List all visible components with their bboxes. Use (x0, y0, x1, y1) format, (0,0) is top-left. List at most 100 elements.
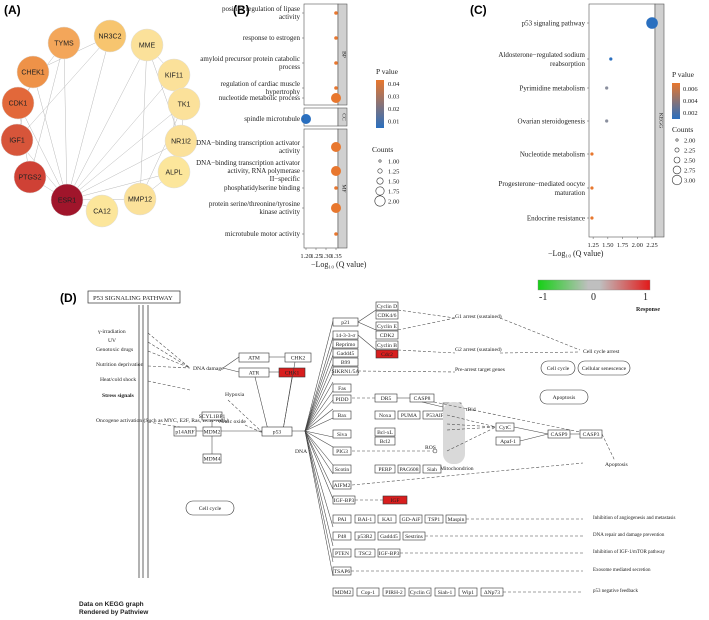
gene-casp9[interactable]: CASP9 (547, 429, 571, 439)
gene-box-rect (173, 426, 197, 437)
gene-box-rect (332, 464, 352, 474)
gene-chk2[interactable]: CHK2 (284, 352, 312, 363)
gene-pidd[interactable]: PIDD (332, 394, 352, 404)
gene-siah1[interactable]: Siah-1 (434, 587, 456, 597)
gene-p21[interactable]: p21 (332, 317, 359, 327)
gene-noxa[interactable]: Noxa (374, 410, 396, 420)
gene-b99[interactable]: B99 (332, 357, 359, 367)
gene-chk1[interactable]: CHK1 (278, 367, 306, 378)
gene-cop1[interactable]: Cop-1 (356, 587, 380, 597)
gene-sestrins[interactable]: Sestrins (402, 531, 426, 541)
gene-cyclin-d[interactable]: Cyclin D (375, 301, 399, 311)
gene-cyclin-g[interactable]: Cyclin G (408, 587, 432, 597)
svg-text:Cell cycle: Cell cycle (199, 506, 222, 512)
network-node[interactable]: NR3C2 (93, 19, 127, 53)
kegg-count-key (672, 165, 682, 175)
gene-siah[interactable]: Siah (422, 464, 442, 474)
kegg-count-key (674, 147, 680, 153)
network-node-label: MMP12 (128, 197, 152, 204)
gene-p53r2[interactable]: p53R2 (354, 531, 376, 541)
gene-box-rect (261, 426, 293, 437)
gene-wip1[interactable]: Wip1 (458, 587, 478, 597)
gene-scotin[interactable]: Scotin (332, 464, 352, 474)
network-node[interactable]: NR1I2 (164, 124, 198, 158)
gene-atm[interactable]: ATM (238, 352, 270, 363)
gene-kai[interactable]: KAI (377, 514, 397, 524)
network-node[interactable]: TYMS (47, 26, 81, 60)
gene-cdc2[interactable]: Cdc2 (375, 349, 399, 359)
network-node[interactable]: CDK1 (1, 86, 35, 120)
gene-scyl1bp1[interactable]: SCYL1BP1 (199, 411, 226, 421)
gene-p14arf[interactable]: p14ARF (173, 426, 197, 437)
gene-p53[interactable]: p53 (261, 426, 293, 437)
network-node[interactable]: TK1 (167, 87, 201, 121)
gene-igf1[interactable]: IGF (382, 495, 408, 505)
gene-fas[interactable]: Fas (332, 383, 352, 393)
gene-box-label: Cyclin D (377, 304, 397, 310)
kegg-term-label: p53 signaling pathway (522, 20, 586, 28)
gene-pig3[interactable]: PIG3 (332, 446, 352, 456)
network-node[interactable]: KIF11 (157, 58, 191, 92)
pathway-edge (304, 430, 334, 466)
kegg-term-dot (605, 119, 609, 123)
gene-mdm2b[interactable]: MDM2 (332, 587, 354, 597)
gene-cyclin-e[interactable]: Cyclin E (375, 321, 399, 331)
gene-gd-aif[interactable]: GD-AiF (399, 514, 423, 524)
gene-igfbp3[interactable]: IGF-BP3 (332, 495, 356, 505)
gene-dr5[interactable]: DR5 (374, 393, 398, 403)
network-node[interactable]: CA12 (85, 194, 119, 228)
gene-bcl-xl[interactable]: Bcl-xL (374, 427, 396, 437)
gene-box-label: CytC (499, 425, 511, 431)
gene-aifm2[interactable]: AIFM2 (332, 480, 352, 490)
gene-igfbp3b[interactable]: IGF-BP3 (377, 548, 401, 558)
gene-puma[interactable]: PUMA (397, 410, 421, 420)
gene-bcl2[interactable]: Bcl2 (374, 436, 396, 446)
network-node[interactable]: ESR1 (50, 183, 84, 217)
gene-cdk46[interactable]: CDK4/6 (375, 310, 399, 320)
gene-box-rect (377, 531, 401, 541)
gene-maspin[interactable]: Maspin (445, 514, 467, 524)
kegg-term-label: Pyrimidine metabolism (519, 85, 585, 93)
network-node[interactable]: PTGS2 (13, 160, 47, 194)
gene-tsp1[interactable]: TSP1 (424, 514, 444, 524)
gene-dnp73[interactable]: ΔNp73 (480, 587, 504, 597)
gene-pirh2[interactable]: PIRH-2 (382, 587, 406, 597)
gene-pai[interactable]: PAI (332, 514, 352, 524)
gene-cytc[interactable]: CytC (495, 422, 515, 432)
network-node[interactable]: MMP12 (123, 182, 157, 216)
gene-bai1[interactable]: BAI-1 (354, 514, 376, 524)
go-x-tick-label: 1.20 (300, 253, 311, 260)
gene-mdm4[interactable]: MDM4 (202, 453, 222, 464)
gene-pten[interactable]: PTEN (332, 548, 352, 558)
gene-cyclin-b[interactable]: Cyclin B (375, 340, 399, 350)
gene-casp3[interactable]: CASP3 (579, 429, 603, 439)
gene-atr[interactable]: ATR (238, 367, 270, 378)
gene-sestrin[interactable]: SIKRN1/5A (332, 366, 360, 376)
kegg-pvalue-title: P value (672, 70, 695, 79)
gene-bax[interactable]: Bax (332, 410, 352, 420)
gene-box-rect (332, 514, 352, 524)
kegg-term-label: Aldosterone−regulated sodium (498, 51, 585, 59)
gene-mdm2[interactable]: MDM2 (202, 426, 222, 437)
gene-tsc2[interactable]: TSC2 (354, 548, 376, 558)
gene-perp[interactable]: PERP (374, 464, 396, 474)
gene-gadd45b[interactable]: Gadd45 (377, 531, 401, 541)
gene-reprimo[interactable]: Reprimo (332, 339, 359, 349)
gene-casp8[interactable]: CASP8 (409, 393, 435, 403)
gene-apaf1[interactable]: Apaf-1 (495, 436, 521, 446)
network-node[interactable]: CHEK1 (16, 55, 50, 89)
gene-pag608[interactable]: PAG608 (397, 464, 421, 474)
network-node[interactable]: MME (130, 28, 164, 62)
gene-14-3-3[interactable]: 14-3-3-σ (332, 330, 359, 340)
gene-siva[interactable]: Siva (332, 429, 352, 439)
gene-p48[interactable]: P48 (332, 531, 352, 541)
network-node[interactable]: IGF1 (0, 123, 34, 157)
network-node-circle (47, 26, 81, 60)
go-count-key (376, 177, 384, 185)
gene-tsap6[interactable]: TSAP6 (332, 566, 352, 576)
gene-cdk2[interactable]: CDK2 (375, 330, 399, 340)
gene-gadd45[interactable]: Gadd45 (332, 348, 359, 358)
network-node[interactable]: ALPL (157, 155, 191, 189)
pathway-edge (357, 309, 377, 323)
